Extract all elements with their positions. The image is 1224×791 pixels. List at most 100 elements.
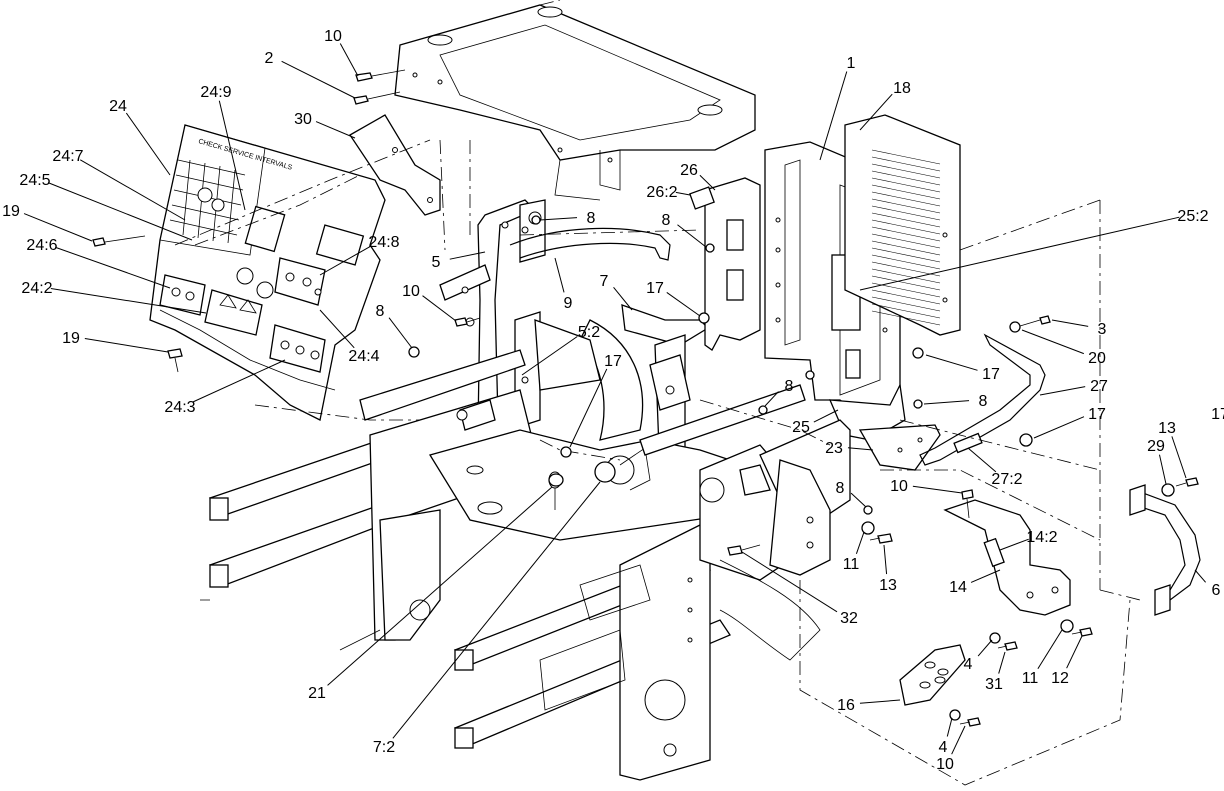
handle-6: [1129, 484, 1201, 616]
leader-c31: [998, 651, 1006, 674]
grille-slat: [871, 254, 941, 270]
leader-c5_2: [521, 336, 578, 376]
callout-c24: 24: [109, 98, 127, 115]
leader-c24_3: [192, 359, 286, 403]
bracket-14: [943, 499, 1071, 616]
callout-c2: 2: [265, 50, 274, 67]
bolt-10-top: [355, 69, 406, 82]
disc-7-2: [594, 461, 616, 483]
leader-c24_9: [218, 100, 246, 211]
callout-c12: 12: [1051, 670, 1069, 687]
leader-c27: [1039, 386, 1086, 396]
grille-slat: [871, 275, 941, 291]
leader-c2: [281, 60, 356, 99]
leader-c10a: [339, 43, 359, 77]
callout-c10b: 10: [402, 283, 420, 300]
callout-c25: 25: [792, 419, 810, 436]
callout-c31: 31: [985, 676, 1003, 693]
bolt-19-bottom: [167, 348, 183, 373]
leader-c19a: [23, 213, 93, 242]
washer-20: [1009, 321, 1021, 333]
callout-c3: 3: [1098, 321, 1107, 338]
leader-c5: [449, 251, 486, 260]
grille-slat: [871, 296, 941, 312]
callout-c10a: 10: [324, 28, 342, 45]
callout-c11b: 11: [1022, 670, 1039, 687]
tube-9: [509, 227, 671, 261]
grille-slat: [871, 205, 941, 221]
bolt-19-top: [92, 235, 146, 247]
grille-slat: [871, 156, 941, 172]
leader-c8f: [850, 492, 867, 508]
bolt-12: [1071, 627, 1093, 637]
fasteners: [92, 69, 1199, 727]
callout-c6: 6: [1212, 582, 1221, 599]
leader-c12: [1066, 635, 1083, 669]
grille-slat: [871, 170, 941, 186]
callout-c24_8: 24:8: [368, 234, 399, 251]
leader-c8c: [388, 317, 413, 349]
callout-c5_2: 5:2: [578, 324, 600, 341]
leader-c13b: [883, 544, 888, 575]
leader-c24: [125, 112, 171, 176]
leader-c8a: [539, 217, 578, 221]
grille-slat: [871, 198, 941, 214]
callout-c17c: 17: [982, 366, 1000, 383]
leader-c10d: [951, 725, 966, 755]
washer-11-a: [861, 521, 875, 535]
callout-c24_3: 24:3: [164, 399, 195, 416]
leader-c24_6: [55, 246, 171, 289]
callout-c16: 16: [837, 697, 855, 714]
callout-c11a: 11: [843, 556, 860, 573]
seat-mount-plate: [394, 4, 756, 201]
callout-c24_7: 24:7: [52, 148, 83, 165]
callout-c13b: 13: [879, 577, 897, 594]
leader-c29: [1158, 454, 1167, 485]
leader-c24_7: [79, 159, 186, 221]
bolt-32: [727, 544, 761, 556]
bolt-13-a: [869, 533, 893, 544]
callout-leaders: [23, 43, 1206, 755]
callout-c1: 1: [847, 55, 856, 72]
leader-c24_2: [50, 288, 207, 314]
callout-c24_5: 24:5: [19, 172, 50, 189]
callout-c8a: 8: [587, 210, 596, 227]
callout-c24_9: 24:9: [200, 84, 231, 101]
callout-c14_2: 14:2: [1026, 529, 1057, 546]
nut-8-b: [705, 243, 715, 253]
callout-c13a: 13: [1158, 420, 1176, 437]
callout-c8c: 8: [376, 303, 385, 320]
callout-c4a: 4: [964, 656, 973, 673]
washer-4-a: [989, 632, 1001, 644]
nut-8-d: [758, 405, 768, 415]
grille-slat: [871, 149, 941, 165]
nut-8-c: [408, 346, 420, 358]
callout-c32: 32: [840, 610, 858, 627]
leader-c24_5: [47, 182, 193, 241]
callout-c27_2: 27:2: [991, 471, 1022, 488]
leader-c23: [847, 447, 874, 451]
leader-c9: [554, 257, 565, 293]
grille-slat: [871, 226, 941, 242]
leader-c7: [613, 286, 633, 311]
grille-slat: [871, 268, 941, 284]
leader-c32: [741, 551, 838, 613]
leader-c30: [315, 121, 356, 139]
leader-c25: [813, 409, 839, 423]
bolt-3: [1019, 315, 1051, 327]
nut-17-b: [912, 347, 924, 359]
grille-slat: [871, 303, 941, 319]
leader-c4b: [946, 717, 953, 737]
callout-c7_2: 7:2: [373, 739, 395, 756]
grille-slat: [871, 212, 941, 228]
callout-c19a: 19: [2, 203, 20, 220]
leader-c26_2: [675, 191, 691, 196]
leader-c11a: [855, 531, 865, 554]
leader-c10c: [912, 485, 963, 494]
leader-c18: [859, 93, 893, 131]
callout-c30: 30: [294, 111, 312, 128]
callout-c14: 14: [949, 579, 967, 596]
callout-c8d: 8: [785, 378, 794, 395]
